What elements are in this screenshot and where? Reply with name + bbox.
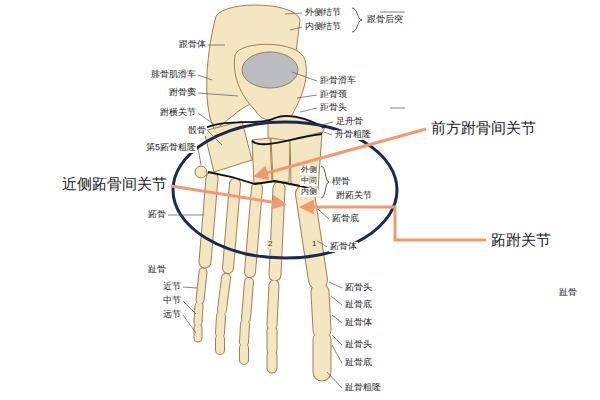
toe-2: [272, 285, 274, 368]
leader-line: [332, 345, 342, 363]
leader-line: [310, 202, 329, 219]
part-label: 趾骨: [558, 288, 578, 298]
toe-5: [198, 272, 203, 338]
part-label: 足舟骨: [335, 117, 364, 127]
leader-lines: [168, 12, 405, 388]
toe-3: [244, 282, 249, 360]
part-label: 跖骨: [147, 210, 167, 220]
leader-line: [183, 301, 196, 314]
leader-line: [198, 113, 215, 125]
leader-line: [318, 122, 333, 126]
region-ellipse: [173, 122, 397, 258]
talus: [234, 44, 306, 120]
part-label: 趾骨体: [344, 318, 373, 328]
toe-5: [198, 272, 203, 338]
part-label: 跖骨体: [329, 242, 358, 252]
toe-3: [244, 282, 249, 360]
rule-line: [380, 12, 405, 13]
part-label: 趾骨粗隆: [344, 383, 382, 393]
part-label: 楔骨: [331, 177, 351, 187]
intertarsal-joint: [252, 134, 322, 144]
callout-label: 前方跗骨间关节: [430, 120, 537, 137]
toe-1: [320, 292, 322, 372]
part-label: 中间: [300, 177, 318, 186]
leader-line: [332, 315, 342, 323]
metatarsal-2: [275, 188, 279, 275]
part-label: 距骨滑车: [319, 76, 357, 86]
part-label: 趾骨: [147, 265, 167, 275]
part-label: 近节: [162, 282, 182, 292]
part-label: 跟骨体: [178, 40, 207, 50]
callout-number: 1: [311, 240, 317, 249]
toe-4: [220, 278, 226, 350]
toe-2: [272, 285, 274, 368]
callout-label: 近侧跖骨间关节: [61, 176, 168, 193]
leader-line: [198, 75, 212, 80]
leader-line: [300, 108, 317, 112]
leader-line: [183, 315, 196, 333]
cuboid: [204, 121, 252, 172]
part-label: 外侧结节: [304, 8, 342, 18]
leader-line: [285, 13, 302, 14]
leader-line: [208, 131, 222, 145]
part-label: 趾骨底: [344, 358, 373, 368]
brace: [321, 166, 329, 198]
leader-line: [198, 148, 201, 165]
rule-line: [390, 108, 405, 109]
part-label: 腓骨肌滑车: [150, 70, 197, 80]
part-label: 外侧: [300, 166, 318, 175]
callout-number: 2: [267, 240, 273, 249]
talar-trochlea: [242, 52, 298, 88]
leader-line: [332, 335, 342, 345]
part-label: 跖骨底: [331, 214, 360, 224]
leader-line: [331, 296, 342, 305]
part-label: 跗跖关节: [335, 191, 373, 201]
leader-line: [329, 282, 342, 288]
joint-lines: [205, 116, 325, 191]
intermediate-cuneiform: [271, 138, 290, 182]
callout-label: 跖跗关节: [490, 232, 552, 249]
part-label: 内侧: [300, 188, 318, 197]
metatarsals-outline: [195, 166, 322, 372]
toe-4: [220, 278, 226, 350]
leader-line: [183, 287, 197, 288]
part-label: 骰骨: [187, 126, 207, 136]
leader-line: [168, 215, 204, 216]
metatarsal-2: [275, 188, 279, 275]
leader-line: [290, 27, 302, 30]
toe-1: [320, 292, 322, 372]
callout-arrow: [256, 129, 426, 176]
part-label: 跗横关节: [159, 108, 197, 118]
callout-arrow: [302, 207, 486, 240]
callout-arrows: [171, 129, 486, 240]
brace: [352, 8, 362, 32]
leader-line: [316, 240, 327, 247]
part-label: 距骨头: [319, 103, 348, 113]
leader-line: [198, 93, 238, 96]
leader-line: [208, 45, 225, 46]
part-label: 趾骨头: [344, 340, 373, 350]
part-label: 第5跖骨粗隆: [145, 143, 197, 153]
leader-line: [297, 95, 317, 98]
part-label: 舟骨粗隆: [334, 130, 372, 140]
leader-line: [292, 72, 317, 81]
part-label: 远节: [162, 310, 182, 320]
part-label: 跖骨头: [344, 283, 373, 293]
part-label: 跟骨后突: [366, 15, 404, 25]
part-label: 跗骨窦: [168, 88, 197, 98]
callout-arrow: [171, 186, 284, 204]
part-label: 中节: [162, 296, 182, 306]
part-label: 距骨颈: [319, 90, 348, 100]
part-label: 内侧结节: [304, 22, 342, 32]
leader-line: [327, 372, 342, 388]
fifth-tuberosity: [195, 166, 207, 178]
leader-line: [324, 132, 332, 135]
part-label: 趾骨底: [344, 300, 373, 310]
